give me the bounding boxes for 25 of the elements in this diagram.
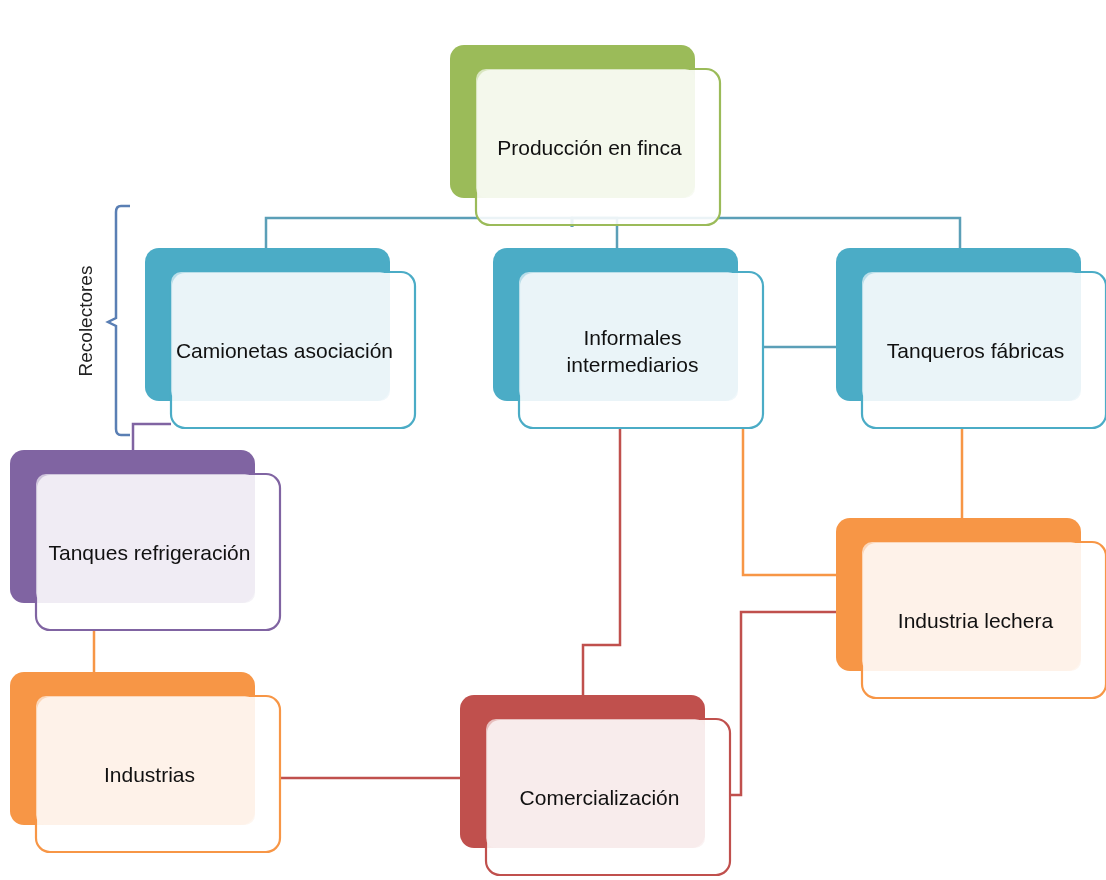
card-label: Industria lechera [897,608,1054,635]
connector-line [131,422,171,450]
connector-line [581,428,622,695]
connector-line [960,428,964,518]
stacked-card [145,248,417,430]
connector-line [92,630,96,672]
connector-line [730,610,836,797]
connector-line [741,428,836,577]
stacked-card [836,248,1106,430]
stacked-card [10,450,282,632]
card-label: Informales intermediarios [565,324,700,378]
card-label: Industrias [103,762,195,789]
connector-line [763,345,836,349]
stacked-card [450,45,722,227]
stacked-card [493,248,765,430]
card-label: Tanques refrigeración [48,540,251,567]
card-label: Camionetas asociación [175,338,394,365]
card-label: Tanqueros fábricas [886,338,1065,365]
card-label: Producción en finca [497,135,682,162]
bracket-label: Recolectores [75,264,97,379]
card-label: Comercialización [519,785,680,812]
connector-line [280,776,460,780]
stacked-card [10,672,282,854]
stacked-card [836,518,1106,700]
stacked-card [460,695,732,877]
